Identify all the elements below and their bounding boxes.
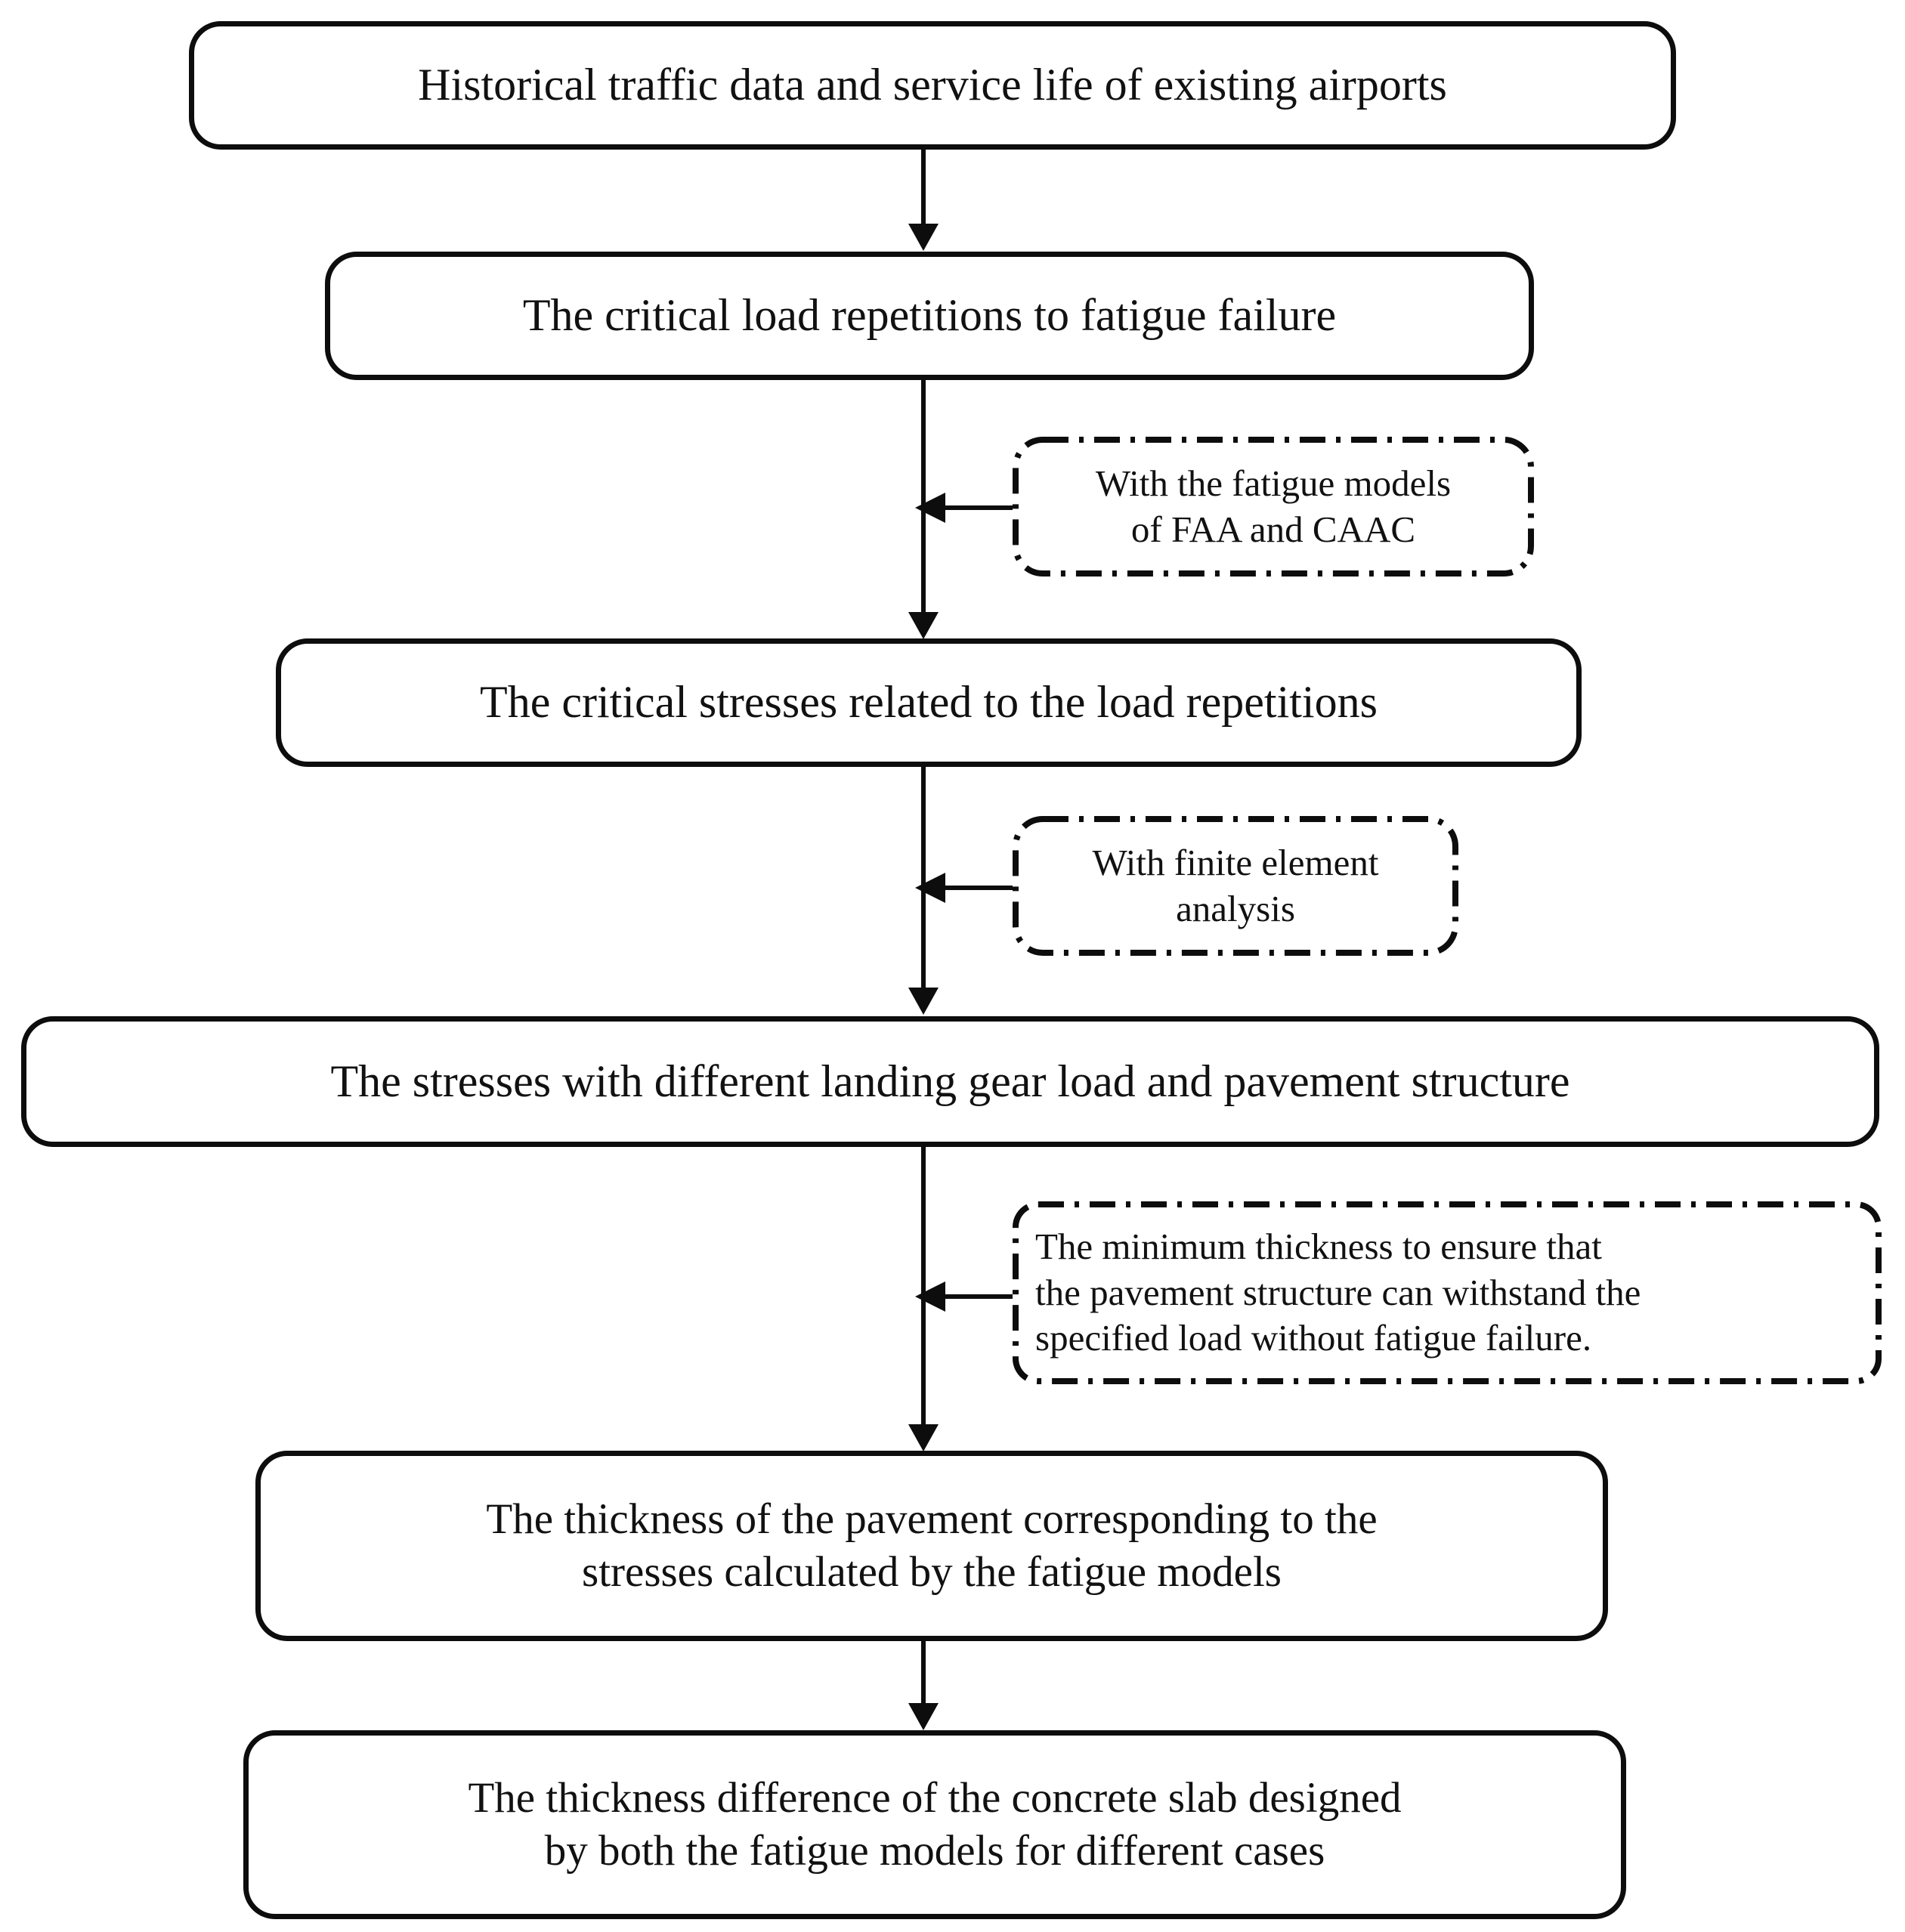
- connector-5-to-6-arrowhead: [908, 1703, 939, 1730]
- flow-node-6-line-2: by both the fatigue models for different…: [544, 1827, 1325, 1875]
- flow-node-6-line-1: The thickness difference of the concrete…: [468, 1774, 1402, 1822]
- note-3-feeder-arrowhead: [915, 1281, 945, 1312]
- flow-node-5-line-2: stresses calculated by the fatigue model…: [582, 1548, 1282, 1596]
- flow-node-2[interactable]: The critical load repetitions to fatigue…: [325, 252, 1534, 380]
- note-1-line-1: With the fatigue models: [1095, 462, 1452, 504]
- note-1-feeder-line: [943, 505, 1028, 510]
- note-1-feeder-arrowhead: [915, 493, 945, 523]
- flow-node-4-label: The stresses with different landing gear…: [330, 1056, 1570, 1106]
- note-3-line-1: The minimum thickness to ensure that: [1035, 1225, 1602, 1267]
- flow-node-1-label: Historical traffic data and service life…: [418, 60, 1447, 110]
- flow-node-5-line-1: The thickness of the pavement correspond…: [486, 1495, 1378, 1544]
- connector-3-to-4-arrowhead: [908, 988, 939, 1015]
- flow-node-5-label: The thickness of the pavement correspond…: [286, 1493, 1577, 1598]
- flow-node-6-label: The thickness difference of the concrete…: [274, 1772, 1595, 1877]
- note-1-text: With the fatigue models of FAA and CAAC: [1013, 461, 1534, 553]
- connector-2-to-3-arrowhead: [908, 612, 939, 639]
- note-1-line-2: of FAA and CAAC: [1130, 508, 1416, 550]
- flow-node-3-label: The critical stresses related to the loa…: [480, 677, 1378, 728]
- connector-4-to-5-arrowhead: [908, 1424, 939, 1451]
- flow-node-2-label: The critical load repetitions to fatigue…: [522, 290, 1337, 341]
- note-3-feeder-line: [943, 1294, 1022, 1299]
- note-2-line-1: With finite element: [1092, 841, 1379, 883]
- note-2-text: With finite element analysis: [1013, 840, 1458, 932]
- connector-5-to-6-line: [921, 1641, 926, 1705]
- note-3-line-3: specified load without fatigue failure.: [1035, 1317, 1592, 1359]
- note-2-feeder-line: [943, 886, 1028, 890]
- connector-1-to-2-line: [921, 150, 926, 225]
- connector-1-to-2-arrowhead: [908, 224, 939, 251]
- note-3-line-2: the pavement structure can withstand the: [1035, 1271, 1641, 1313]
- annotation-note-3[interactable]: The minimum thickness to ensure that the…: [1013, 1201, 1882, 1384]
- flow-node-5[interactable]: The thickness of the pavement correspond…: [255, 1451, 1608, 1641]
- annotation-note-1[interactable]: With the fatigue models of FAA and CAAC: [1013, 437, 1534, 577]
- flow-node-4[interactable]: The stresses with different landing gear…: [21, 1016, 1879, 1147]
- note-2-line-2: analysis: [1176, 887, 1295, 929]
- flow-node-6[interactable]: The thickness difference of the concrete…: [243, 1730, 1626, 1919]
- note-2-feeder-arrowhead: [915, 873, 945, 903]
- flow-node-1[interactable]: Historical traffic data and service life…: [189, 21, 1676, 150]
- note-3-text: The minimum thickness to ensure that the…: [1013, 1224, 1882, 1362]
- flow-node-3[interactable]: The critical stresses related to the loa…: [276, 638, 1582, 767]
- annotation-note-2[interactable]: With finite element analysis: [1013, 816, 1458, 956]
